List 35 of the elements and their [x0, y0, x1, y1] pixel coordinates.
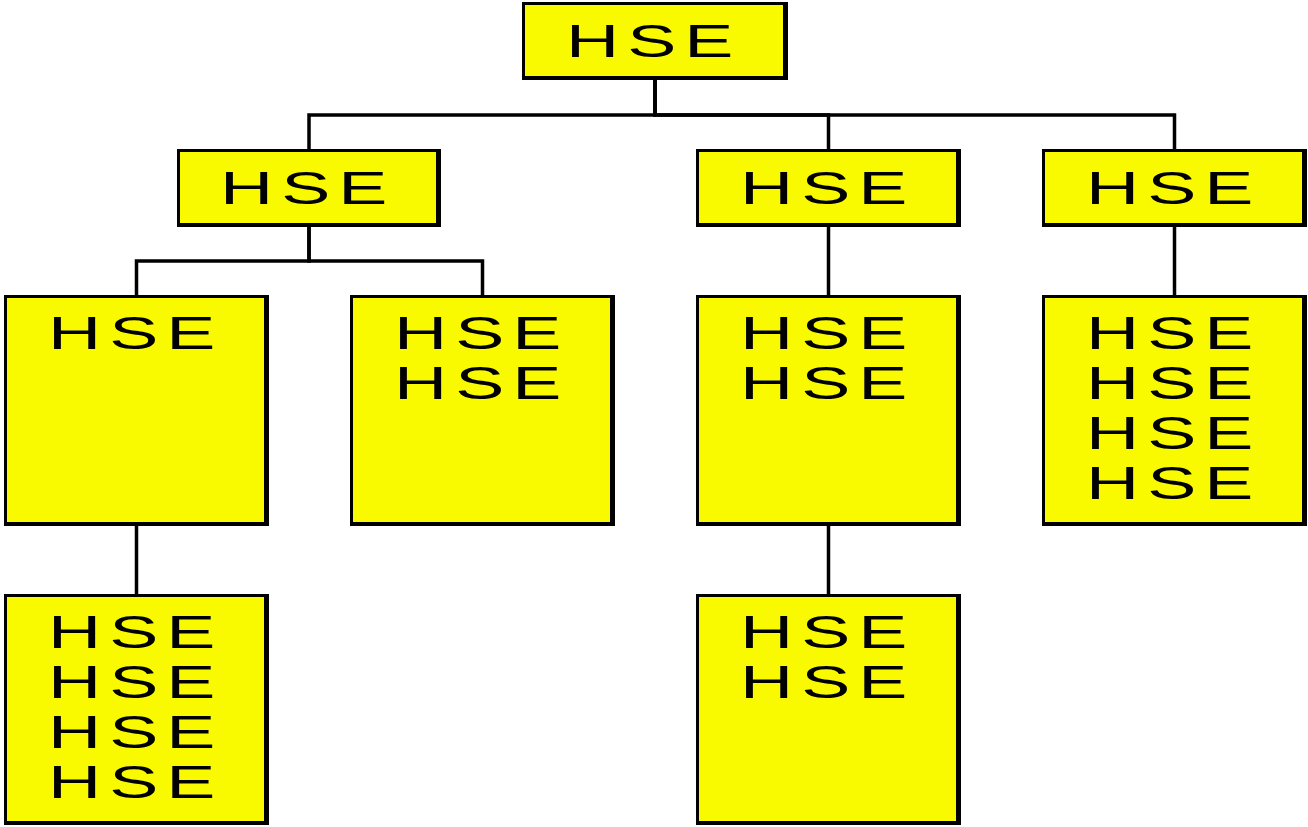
box-label: HSE	[739, 657, 916, 707]
connector-line	[826, 526, 831, 594]
org-box	[4, 594, 269, 825]
connector-line	[307, 227, 485, 295]
connector-line	[826, 227, 831, 295]
box-label: HSE	[1085, 308, 1262, 358]
box-label: HSE	[1085, 458, 1262, 508]
org-box	[1042, 149, 1307, 227]
org-box	[4, 295, 269, 526]
connector-line	[653, 80, 1177, 149]
org-box	[696, 594, 961, 825]
box-label: HSE	[47, 757, 224, 807]
box-label: HSE	[739, 308, 916, 358]
org-box	[696, 149, 961, 227]
org-box	[696, 295, 961, 526]
box-label: HSE	[739, 162, 916, 213]
box-label: HSE	[47, 707, 224, 757]
box-label: HSE	[1085, 408, 1262, 458]
box-label: HSE	[739, 607, 916, 657]
org-box	[350, 295, 615, 526]
box-label: HSE	[47, 607, 224, 657]
org-box	[1042, 295, 1307, 526]
box-label: HSE	[47, 308, 224, 358]
connector-line	[1172, 227, 1177, 295]
org-box	[522, 2, 788, 80]
box-label: HSE	[393, 308, 570, 358]
box-label: HSE	[566, 15, 742, 66]
box-label: HSE	[1085, 162, 1262, 213]
box-label: HSE	[739, 358, 916, 408]
box-label: HSE	[393, 358, 570, 408]
box-label: HSE	[220, 162, 396, 213]
connector-line	[134, 526, 139, 594]
org-box	[177, 149, 441, 227]
box-label: HSE	[47, 657, 224, 707]
box-label: HSE	[1085, 358, 1262, 408]
